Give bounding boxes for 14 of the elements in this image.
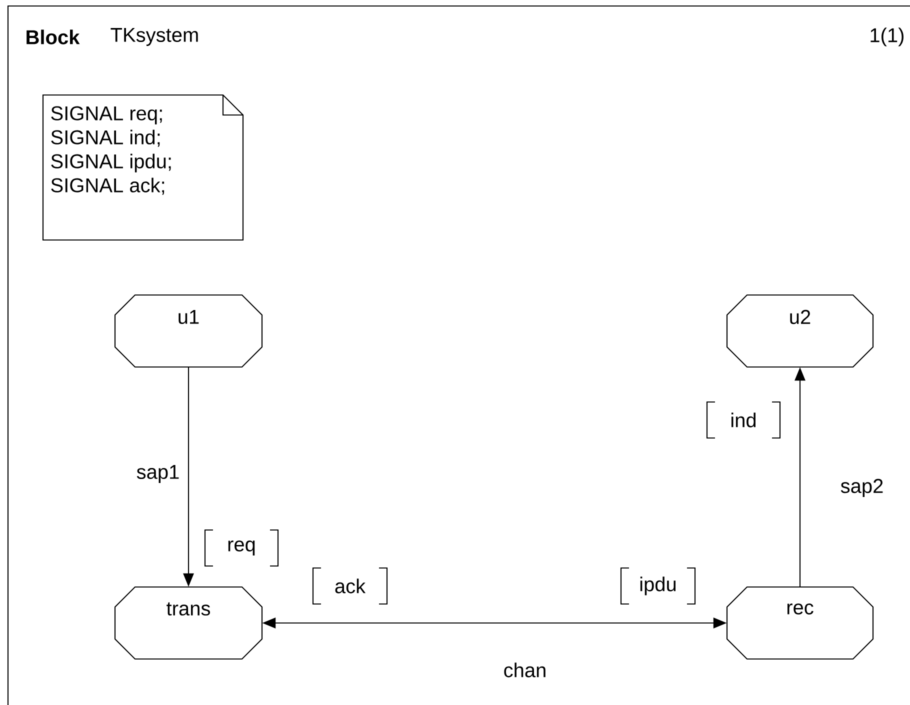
signal-list: req: [204, 529, 279, 567]
signal-list: ind: [706, 401, 781, 439]
page-number: 1(1): [870, 28, 904, 46]
signal-list: ack: [312, 567, 388, 605]
channel-name: chan: [504, 662, 546, 678]
process-octagon: u1: [114, 294, 263, 368]
block-name: TKsystem: [110, 28, 198, 46]
process-octagon: u2: [726, 294, 874, 368]
channel-name: sap1: [136, 465, 179, 483]
process-octagon: rec: [726, 586, 874, 660]
channel-name: sap2: [840, 478, 883, 498]
process-octagon: trans: [114, 586, 263, 660]
keyword: Block: [26, 30, 80, 44]
signal-list: ipdu: [620, 567, 696, 605]
